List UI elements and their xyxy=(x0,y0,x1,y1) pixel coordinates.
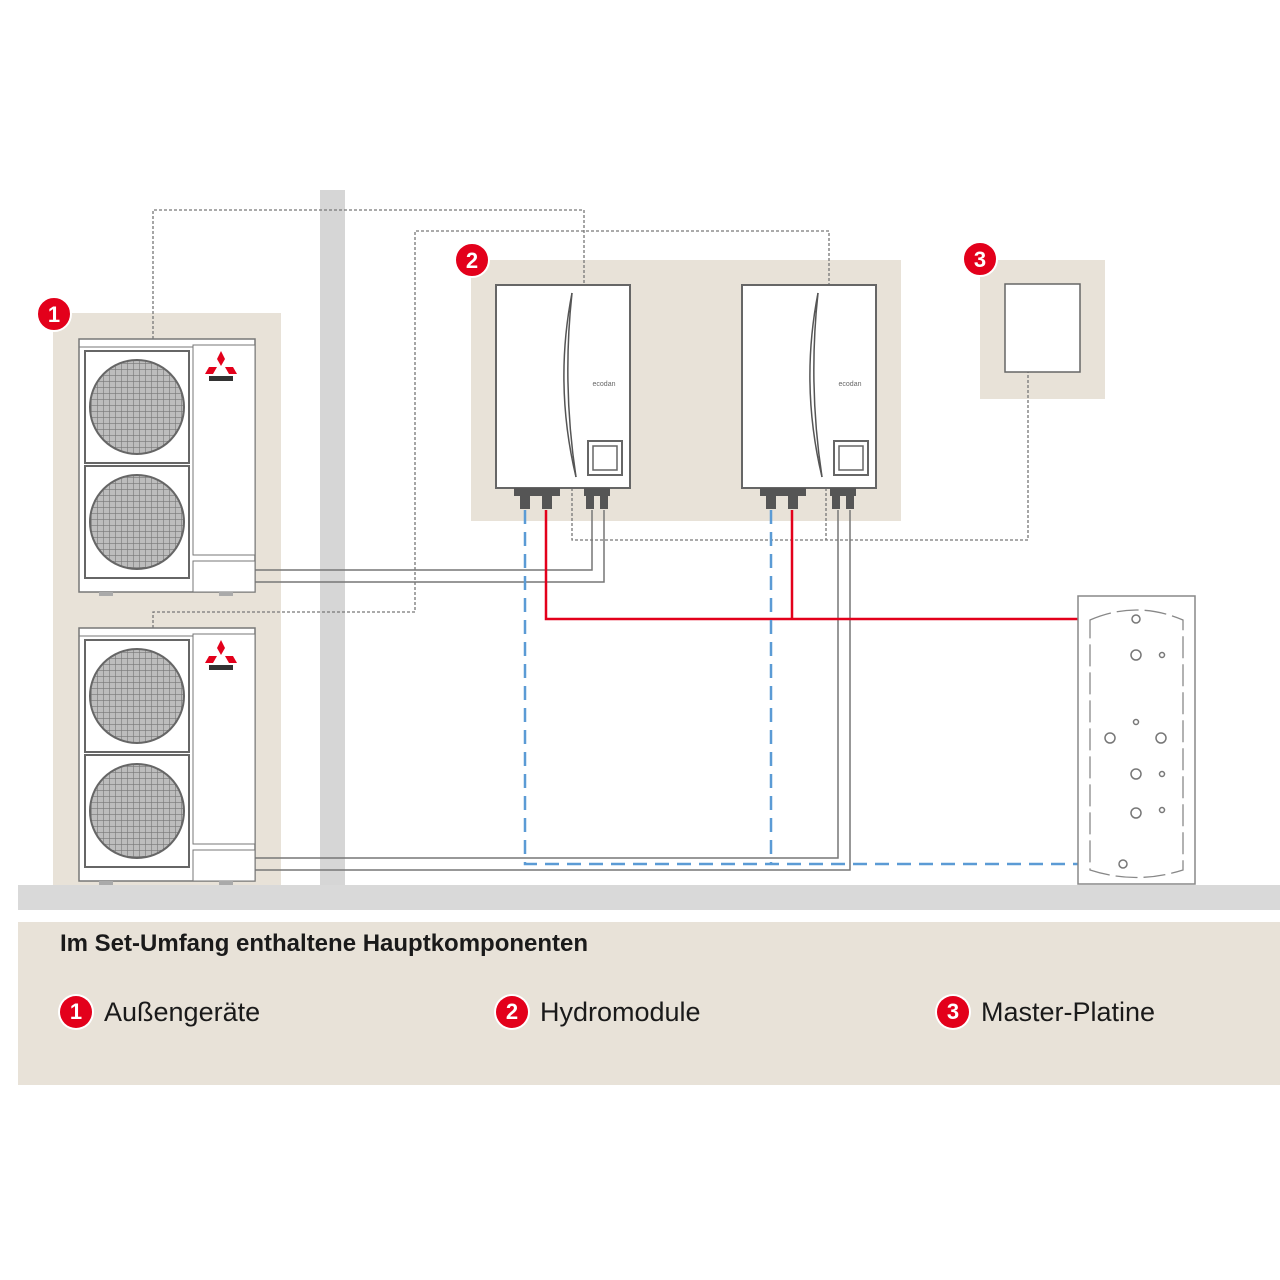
legend-badge: 1 xyxy=(60,996,92,1028)
outdoor-unit-1 xyxy=(78,338,256,597)
legend-badge: 3 xyxy=(937,996,969,1028)
legend-label: Hydromodule xyxy=(540,996,701,1027)
badge-master-board: 3 xyxy=(962,241,998,277)
legend-label: Außengeräte xyxy=(104,996,261,1027)
hydromodule-brand: ecodan xyxy=(839,381,862,388)
hydromodule-2 xyxy=(741,284,877,510)
legend-item-master-board: 3 Master-Platine xyxy=(937,996,1155,1028)
control-wiring xyxy=(152,209,1029,628)
refrigerant-pipes xyxy=(255,510,851,871)
legend-label: Master-Platine xyxy=(981,996,1156,1027)
legend-title: Im Set-Umfang enthaltene Hauptkomponente… xyxy=(60,930,589,957)
svg-text:1: 1 xyxy=(48,302,60,327)
badge-outdoor-units: 1 xyxy=(36,296,72,332)
wall xyxy=(320,190,345,885)
legend-badge: 2 xyxy=(496,996,528,1028)
legend-panel xyxy=(18,922,1280,1085)
badge-hydromodules: 2 xyxy=(454,242,490,278)
legend-item-hydromodules: 2 Hydromodule xyxy=(496,996,701,1028)
svg-text:2: 2 xyxy=(466,248,478,273)
flow-pipe xyxy=(544,510,1136,621)
master-board xyxy=(1004,283,1081,373)
hydromodule-1 xyxy=(495,284,631,510)
outdoor-unit-2 xyxy=(78,627,256,886)
legend-item-outdoor-units: 1 Außengeräte xyxy=(60,996,260,1028)
return-pipe xyxy=(523,510,1123,866)
svg-text:3: 3 xyxy=(974,247,986,272)
hydromodule-brand: ecodan xyxy=(593,381,616,388)
floor xyxy=(18,885,1280,910)
buffer-tank xyxy=(1077,595,1196,885)
